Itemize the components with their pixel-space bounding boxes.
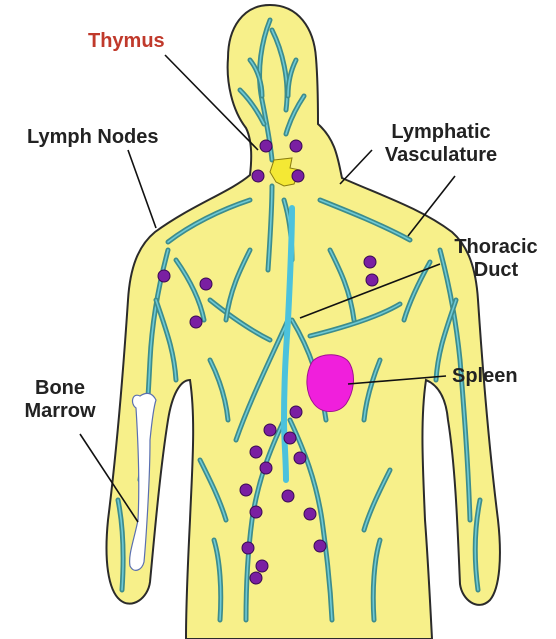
lymph-node: [256, 560, 268, 572]
label-lymphatic-vasculature: Lymphatic Vasculature: [366, 121, 516, 167]
lymph-node: [290, 140, 302, 152]
lymph-node: [314, 540, 326, 552]
label-bone-line-2: Marrow: [10, 400, 110, 423]
pointer-lymph-nodes: [128, 150, 156, 228]
label-spleen: Spleen: [452, 365, 518, 388]
lymph-node: [304, 508, 316, 520]
spleen-organ: [307, 355, 354, 412]
lymph-node: [250, 446, 262, 458]
lymph-node: [260, 140, 272, 152]
label-bone-marrow: Bone Marrow: [10, 377, 110, 423]
label-lymph-nodes: Lymph Nodes: [27, 126, 159, 149]
label-thoracic-duct: Thoracic Duct: [446, 236, 546, 282]
lymph-node: [190, 316, 202, 328]
lymph-node: [260, 462, 272, 474]
lymph-node: [282, 490, 294, 502]
lymph-node: [158, 270, 170, 282]
label-lymphatic-line-2: Vasculature: [366, 144, 516, 167]
label-lymphatic-line-1: Lymphatic: [366, 121, 516, 144]
lymph-node: [366, 274, 378, 286]
lymph-node: [294, 452, 306, 464]
lymph-node: [292, 170, 304, 182]
label-thymus: Thymus: [88, 30, 165, 53]
lymph-node: [250, 506, 262, 518]
lymph-node: [290, 406, 302, 418]
label-thoracic-line-2: Duct: [446, 259, 546, 282]
lymph-node: [264, 424, 276, 436]
lymph-node: [200, 278, 212, 290]
lymph-node: [364, 256, 376, 268]
lymph-node: [252, 170, 264, 182]
label-bone-line-1: Bone: [10, 377, 110, 400]
lymph-node: [240, 484, 252, 496]
lymph-node: [242, 542, 254, 554]
lymph-node: [284, 432, 296, 444]
label-thoracic-line-1: Thoracic: [446, 236, 546, 259]
lymph-node: [250, 572, 262, 584]
